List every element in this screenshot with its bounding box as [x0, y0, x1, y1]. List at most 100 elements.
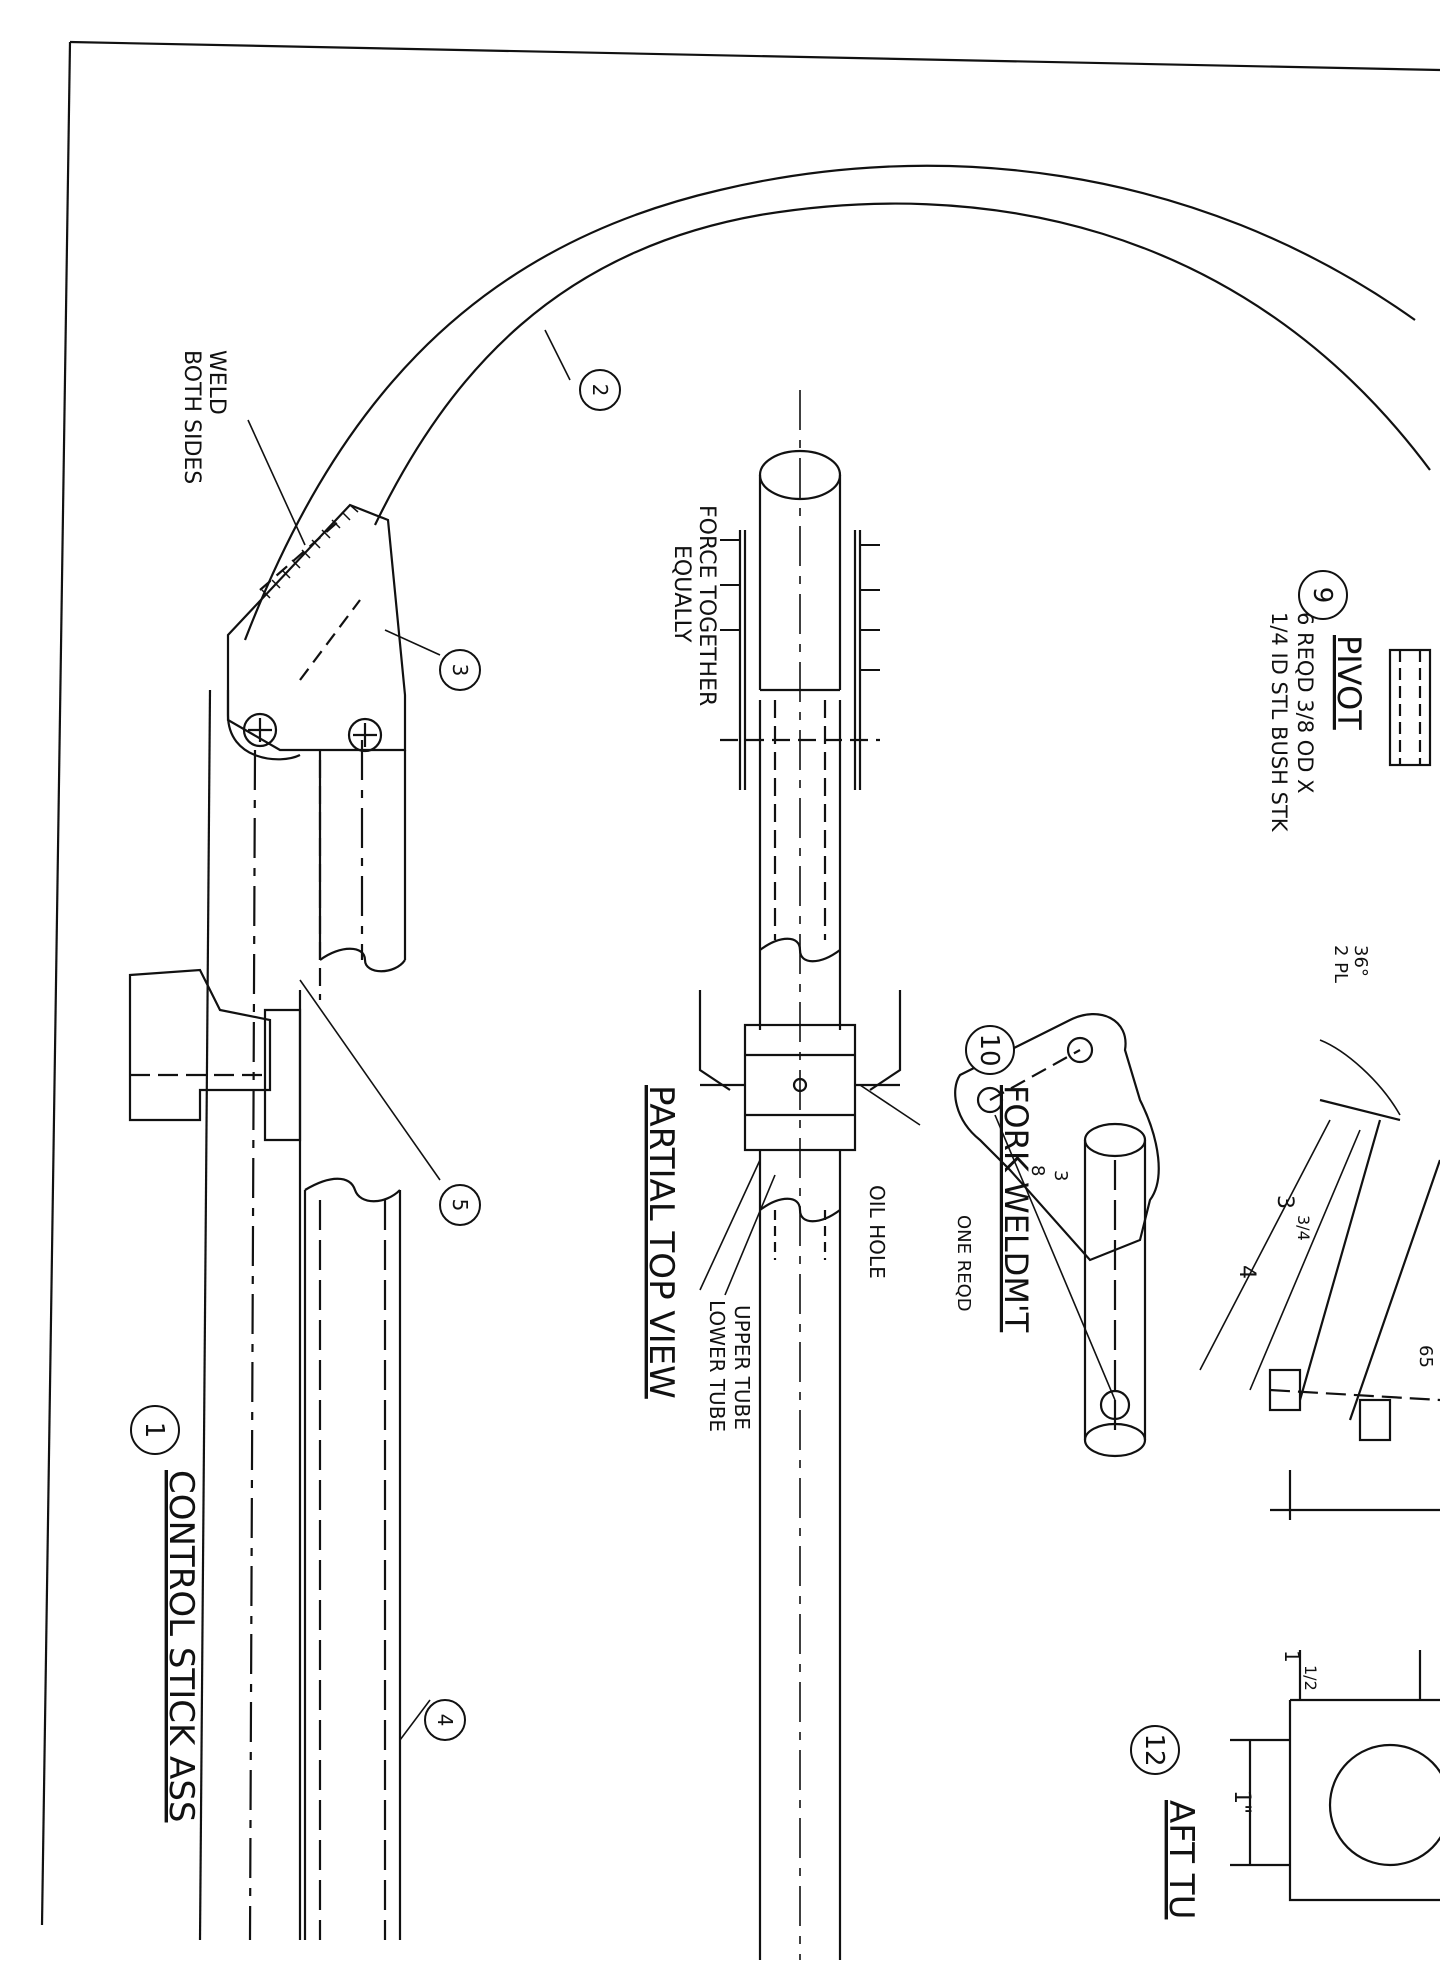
control-stick-arc-outer	[243, 164, 1416, 641]
gusset-hidden-edge-2	[299, 599, 361, 681]
balloon-2	[579, 369, 621, 411]
tube-break-1	[759, 937, 841, 963]
balloon-5	[439, 1184, 481, 1226]
balloon-10	[965, 1025, 1015, 1075]
force-note-line1: FORCE TOGETHER	[694, 505, 719, 706]
clamp-sides	[738, 530, 862, 790]
balloon-5-leader	[299, 979, 441, 1181]
dim-one-half-frac: 1/2	[1301, 1665, 1320, 1691]
border-top	[69, 40, 1440, 72]
balloon-5-text: 5	[448, 1199, 472, 1212]
balloon-4-text: 4	[433, 1714, 457, 1727]
pivot-bush	[1388, 648, 1432, 767]
weld-leader	[247, 419, 306, 546]
stick-centerline	[248, 749, 257, 1941]
long-tube	[303, 1190, 402, 1940]
weld-note-line2: BOTH SIDES	[179, 350, 204, 484]
dim-one-half-whole: 1	[1280, 1650, 1304, 1663]
tube-12-part	[1298, 1119, 1440, 1421]
dim-34-line	[1249, 1129, 1361, 1391]
force-note-line2: EQUALLY	[669, 545, 694, 643]
item-9-line1: 6 REQD 3/8 OD X	[1293, 612, 1317, 794]
bolt-hole-2	[347, 717, 383, 753]
long-tube-hidden	[318, 1200, 387, 1940]
oil-hole-leader	[859, 1084, 921, 1126]
dim-three: 3	[1272, 1195, 1297, 1209]
balloon-2-leader	[544, 329, 571, 381]
main-title-text: CONTROL STICK ASS	[161, 1470, 201, 1822]
angle-line	[1319, 1098, 1401, 1122]
dim-38-den: 8	[1027, 1165, 1048, 1176]
force-arrows	[720, 539, 880, 671]
partial-top-view-title: PARTIAL TOP VIEW	[641, 1085, 681, 1399]
balloon-9	[1298, 570, 1348, 620]
dim-angle-pl: 2 PL	[1330, 945, 1351, 983]
balloon-3	[439, 649, 481, 691]
balloon-3-leader	[384, 629, 441, 656]
upper-tube-label: UPPER TUBE	[730, 1305, 754, 1430]
item-10-title: FORK WELDM'T	[997, 1085, 1035, 1333]
weld-hatch	[261, 504, 359, 599]
fork-dim-line	[994, 1114, 1116, 1401]
weld-note-line1: WELD	[204, 350, 229, 415]
angle-arc	[1319, 1039, 1401, 1116]
fork-hole-1	[976, 1086, 1004, 1114]
pivot-hidden	[1398, 650, 1422, 765]
item-9-line2: 1/4 ID STL BUSH STK	[1267, 612, 1291, 833]
bracket	[128, 968, 272, 1122]
upper-tube	[758, 475, 842, 690]
stick-tube-left	[198, 689, 212, 1941]
item12-dim-ext	[1230, 1738, 1290, 1867]
dim-4-line	[1199, 1119, 1331, 1371]
dim-38-num: 3	[1050, 1170, 1071, 1181]
gusset-plate	[226, 503, 407, 752]
balloon-10-text: 10	[974, 1033, 1004, 1066]
item12-dim-half	[1298, 1650, 1422, 1700]
dim-one-inch: 1"	[1229, 1790, 1254, 1814]
bolt-cross-1	[248, 718, 272, 742]
sleeve-lines	[745, 1053, 855, 1117]
dim-four: 4	[1234, 1265, 1259, 1279]
item-10-sub: ONE REQD	[953, 1215, 974, 1312]
upper-tube-leader	[724, 1174, 776, 1296]
short-tube	[318, 750, 407, 960]
dim-partial: 65	[1415, 1345, 1436, 1368]
dim-three-quarter: 3/4	[1294, 1215, 1313, 1241]
item12-bush-2	[1358, 1398, 1392, 1442]
oil-hole-label: OIL HOLE	[865, 1185, 889, 1279]
fork-hole-2	[1066, 1036, 1094, 1064]
long-tube-break	[304, 1177, 401, 1203]
clamp-inner	[743, 530, 857, 790]
balloon-1	[130, 1405, 180, 1455]
lower-tube-leader	[699, 1159, 761, 1291]
fork-tube-top	[1083, 1122, 1147, 1158]
bolt-hole-1	[242, 712, 278, 748]
balloon-12-text: 12	[1139, 1733, 1169, 1766]
border-left	[40, 41, 72, 1926]
oil-hole-circle	[792, 1077, 808, 1093]
balloon-3-text: 3	[448, 664, 472, 677]
balloon-4-leader	[399, 1699, 431, 1741]
bracket-plate	[263, 1008, 302, 1142]
gusset-round-end	[226, 690, 301, 761]
balloon-1-text: 1	[139, 1422, 169, 1439]
balloon-4	[424, 1699, 466, 1741]
bolt-cross-2	[353, 723, 377, 747]
item12-bush-1	[1268, 1368, 1302, 1412]
fork-tube	[1083, 1140, 1147, 1440]
balloon-12	[1130, 1725, 1180, 1775]
fork-arms	[698, 990, 902, 1091]
item-9-title: PIVOT	[1330, 635, 1368, 730]
fork-hole-centerline	[989, 1049, 1081, 1101]
sleeve	[743, 1023, 857, 1152]
short-tube-break	[319, 947, 406, 973]
overlap-hidden	[773, 1210, 827, 1260]
lower-tube	[758, 700, 842, 1030]
balloon-9-text: 9	[1307, 587, 1337, 604]
fork-plate	[954, 1013, 1160, 1262]
tube-break-2	[759, 1197, 841, 1223]
item12-block	[1288, 1698, 1440, 1902]
lower-tube-label: LOWER TUBE	[705, 1300, 729, 1432]
